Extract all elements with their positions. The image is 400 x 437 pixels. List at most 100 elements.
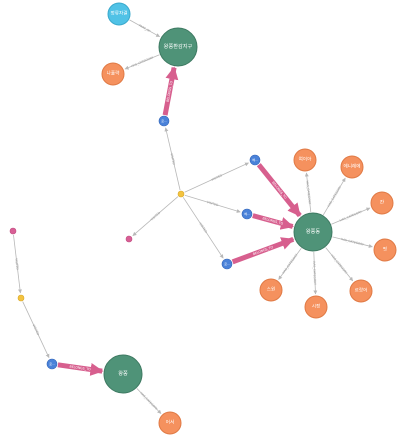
node-circle[interactable] xyxy=(349,279,373,303)
edge-line[interactable] xyxy=(22,301,50,359)
node-circle[interactable] xyxy=(46,358,58,370)
node-leaf-leaf-bottom[interactable]: 어서 xyxy=(158,411,182,435)
node-leaf-leaf-top[interactable]: 나훌략 xyxy=(101,62,125,86)
edge-line[interactable] xyxy=(231,236,295,265)
node-circle[interactable] xyxy=(9,227,17,235)
node-leaf-l4[interactable]: 핏 xyxy=(373,238,397,262)
node-label: 칸 xyxy=(380,199,385,206)
edge-bluebottom-hubbottom[interactable]: BELONGS_TO xyxy=(57,362,104,376)
edge-line[interactable] xyxy=(164,127,181,191)
node-yellow-yellow-mid[interactable] xyxy=(177,190,185,198)
edge-label: VISITED xyxy=(206,200,219,207)
edge-line[interactable] xyxy=(182,197,224,259)
node-leaf-l6[interactable]: 시정 xyxy=(304,295,328,319)
edge-cyan-hubtop[interactable]: PART_OF xyxy=(129,19,161,38)
edge-line[interactable] xyxy=(124,54,160,70)
node-circle[interactable] xyxy=(107,2,131,26)
edge-line[interactable] xyxy=(57,362,104,376)
node-leaf-l2[interactable]: 에니레에 xyxy=(340,155,364,179)
node-hub-hub-right[interactable]: 왕쫑동 xyxy=(293,212,333,252)
node-circle[interactable] xyxy=(259,278,283,302)
node-label: 왕쫑동 xyxy=(306,227,321,235)
edge-line[interactable] xyxy=(129,19,161,38)
node-blue-blue-r2[interactable]: 베... xyxy=(241,208,253,220)
node-pink-pink-left[interactable] xyxy=(9,227,17,235)
node-circle[interactable] xyxy=(158,115,170,127)
node-yellow-yellow-left[interactable] xyxy=(17,294,25,302)
edge-label: HAS_CATEGORY xyxy=(139,391,158,411)
edge-line[interactable] xyxy=(132,196,179,237)
edge-hubbottom-leaf[interactable]: HAS_CATEGORY xyxy=(136,388,162,414)
node-label: 왕쫑환감지구 xyxy=(164,42,193,50)
edge-hub-l1[interactable]: HAS_CATEGORY xyxy=(304,172,312,213)
edge-line[interactable] xyxy=(136,388,162,414)
node-label: 로... xyxy=(224,262,230,266)
node-circle[interactable] xyxy=(373,238,397,262)
edge-line[interactable] xyxy=(322,177,346,216)
edge-label: HAS_CATEGORY xyxy=(131,55,155,68)
node-circle[interactable] xyxy=(221,258,233,270)
edge-line[interactable] xyxy=(252,213,294,230)
node-circle[interactable] xyxy=(249,154,261,166)
edge-yellow-r1[interactable]: VISITED xyxy=(184,162,249,193)
node-circle[interactable] xyxy=(103,354,143,394)
node-circle[interactable] xyxy=(293,212,333,252)
edge-yellow-r2[interactable]: VISITED xyxy=(184,194,241,213)
node-circle[interactable] xyxy=(158,411,182,435)
node-circle[interactable] xyxy=(304,295,328,319)
edge-line[interactable] xyxy=(162,66,179,116)
edge-pinkleft-yellowleft[interactable]: VISITED xyxy=(13,234,22,294)
edge-yellow-pink[interactable]: VISITED xyxy=(132,196,179,237)
edge-hub-l2[interactable]: HAS_CATEGORY xyxy=(322,177,346,216)
edge-line[interactable] xyxy=(256,163,302,218)
edge-r2-hub[interactable]: BELONGS_TO xyxy=(252,213,294,230)
edge-r1-hub[interactable]: BELONGS_TO xyxy=(256,163,302,218)
edge-line[interactable] xyxy=(325,247,354,282)
node-hub-hub-top[interactable]: 왕쫑환감지구 xyxy=(158,27,198,67)
node-leaf-l7[interactable]: 스원 xyxy=(259,278,283,302)
edge-line[interactable] xyxy=(313,251,318,295)
edge-bluetop-hubtop[interactable]: BELONGS_TO xyxy=(162,66,179,116)
edge-yellow-r3[interactable]: VISITED xyxy=(182,197,224,259)
edge-hubtop-leaf[interactable]: HAS_CATEGORY xyxy=(124,54,160,70)
edge-line[interactable] xyxy=(331,207,371,225)
node-blue-blue-top[interactable]: 로... xyxy=(158,115,170,127)
edge-hub-l7[interactable]: HAS_CATEGORY xyxy=(278,247,302,280)
edge-line[interactable] xyxy=(304,172,312,213)
edge-label: BELONGS_TO xyxy=(271,181,288,200)
edge-yellow-bluetop[interactable]: VISITED xyxy=(164,127,181,191)
node-circle[interactable] xyxy=(370,191,394,215)
edge-line[interactable] xyxy=(278,247,302,280)
edge-line[interactable] xyxy=(13,234,22,294)
node-circle[interactable] xyxy=(241,208,253,220)
edge-hub-l5[interactable]: HAS_CATEGORY xyxy=(325,247,354,282)
node-circle[interactable] xyxy=(158,27,198,67)
edge-hub-l6[interactable]: HAS_CATEGORY xyxy=(312,251,318,295)
node-blue-blue-r3[interactable]: 로... xyxy=(221,258,233,270)
node-blue-blue-r1[interactable]: 베... xyxy=(249,154,261,166)
edge-line[interactable] xyxy=(184,162,249,193)
edge-line[interactable] xyxy=(332,236,373,248)
node-leaf-l3[interactable]: 칸 xyxy=(370,191,394,215)
node-circle[interactable] xyxy=(177,190,185,198)
node-leaf-l1[interactable]: 여이아 xyxy=(293,148,317,172)
node-pink-pink-mid[interactable] xyxy=(125,235,133,243)
node-leaf-l5[interactable]: 르랑어 xyxy=(349,279,373,303)
edge-line[interactable] xyxy=(184,194,241,213)
node-blue-blue-bottom[interactable]: 로... xyxy=(46,358,58,370)
edge-yellowleft-bluebottom[interactable]: VISITED xyxy=(22,301,50,359)
node-cyan-cyan[interactable]: 정류자결 xyxy=(107,2,131,26)
edge-label: PART_OF xyxy=(138,23,151,33)
edge-label: HAS_CATEGORY xyxy=(326,185,342,208)
edge-hub-l4[interactable]: HAS_CATEGORY xyxy=(332,236,373,248)
node-circle[interactable] xyxy=(17,294,25,302)
node-circle[interactable] xyxy=(340,155,364,179)
edge-r3-hub[interactable]: BELONGS_TO xyxy=(231,236,295,265)
node-hub-hub-bottom[interactable]: 왕쫑 xyxy=(103,354,143,394)
node-circle[interactable] xyxy=(125,235,133,243)
node-circle[interactable] xyxy=(101,62,125,86)
edge-hub-l3[interactable]: HAS_CATEGORY xyxy=(331,207,371,225)
node-circle[interactable] xyxy=(293,148,317,172)
